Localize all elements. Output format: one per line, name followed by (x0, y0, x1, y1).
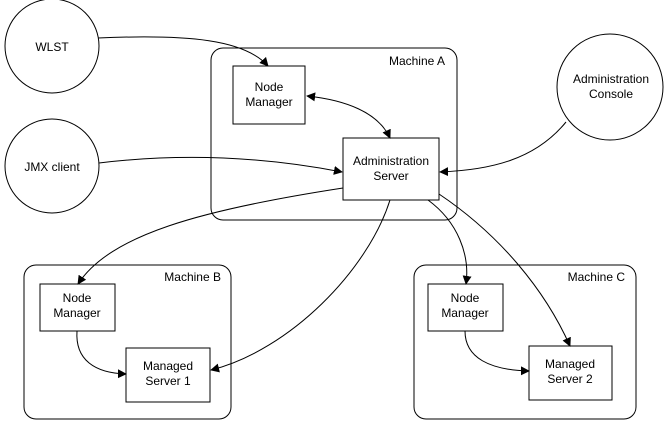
managed-server-1-box (125, 347, 211, 403)
administration-console-label-line2: Console (589, 87, 633, 101)
arrow-admin-server-to-managed-server-1 (210, 199, 391, 373)
machine-a-label: Machine A (389, 54, 445, 68)
managed-server-1-line1: Managed (143, 359, 193, 373)
jmx-client-circle (4, 118, 100, 214)
arrow-wlst-to-node-manager-a (97, 36, 269, 67)
managed-server-2-box (528, 345, 613, 401)
arrow-console-to-admin-server (439, 121, 567, 177)
machine-a-node-manager-box (232, 65, 306, 125)
jmx-client-label: JMX client (24, 160, 80, 174)
machine-b-node-manager-line1: Node (63, 291, 92, 305)
administration-server-line2: Server (373, 169, 408, 183)
arrow-node-manager-c-to-managed-server-2 (464, 330, 530, 376)
machine-a-node-manager-line1: Node (255, 80, 284, 94)
administration-server-box (342, 137, 440, 201)
machine-c-label: Machine C (568, 270, 626, 284)
managed-server-2-line2: Server 2 (547, 372, 593, 386)
managed-server-2-line1: Managed (545, 357, 595, 371)
arrow-node-manager-a-admin-server (306, 92, 391, 139)
arrow-admin-server-to-node-manager-b (77, 187, 344, 285)
wlst-client-label: WLST (35, 40, 69, 54)
machine-b-label: Machine B (164, 270, 221, 284)
administration-console-label-line1: Administration (573, 72, 649, 86)
wlst-client-circle (4, 0, 100, 94)
administration-server-line1: Administration (353, 154, 429, 168)
administration-console-circle (556, 33, 664, 141)
machine-b-node-manager-line2: Manager (53, 306, 100, 320)
machine-b-node-manager-box (39, 283, 116, 332)
arrow-node-manager-b-to-managed-server-1 (76, 330, 127, 379)
machine-a-node-manager-line2: Manager (245, 95, 292, 109)
managed-server-1-line2: Server 1 (145, 374, 191, 388)
arrow-admin-server-to-managed-server-2 (438, 193, 571, 347)
machine-c-node-manager-line1: Node (451, 291, 480, 305)
machine-c-node-manager-line2: Manager (441, 306, 488, 320)
arrow-jmx-to-admin-server (98, 156, 343, 175)
arrow-admin-server-to-node-manager-c (427, 199, 472, 285)
